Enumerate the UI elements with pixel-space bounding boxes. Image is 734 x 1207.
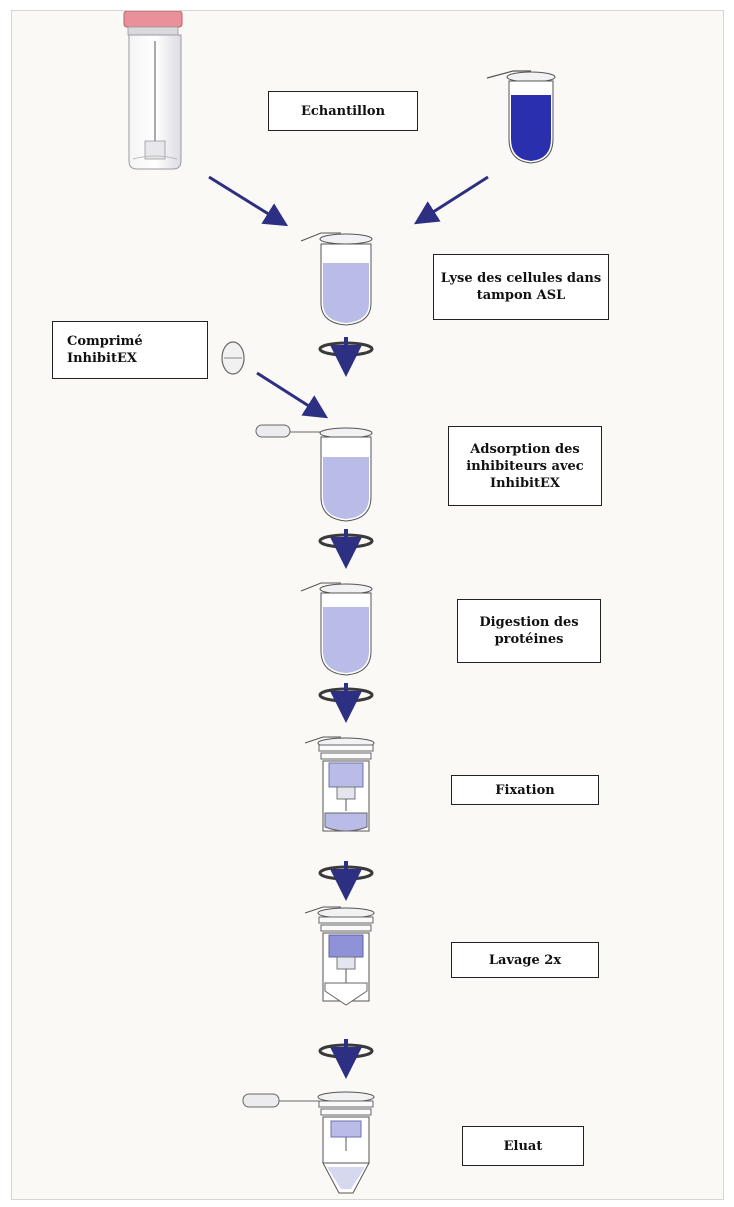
- spin-column-icon: [304, 736, 375, 832]
- label-adsorption-line-3: InhibitEX: [490, 475, 560, 491]
- label-digestion-line-2: protéines: [494, 632, 564, 647]
- label-digestion-line-1: Digestion des: [479, 615, 579, 630]
- label-sample-line-1: Echantillon: [300, 103, 386, 119]
- label-wash: Lavage 2x: [451, 942, 599, 978]
- label-adsorption-line-1: Adsorption des: [470, 441, 580, 457]
- label-sample: Echantillon: [268, 91, 418, 131]
- eluate-tube-icon: [242, 1091, 375, 1194]
- tablet-arrow: [256, 371, 329, 419]
- digestion-tube-icon: [300, 582, 373, 676]
- centrifuge-spin-icon: [318, 337, 374, 377]
- label-fixation: Fixation: [451, 775, 599, 805]
- buffer-tube-icon: [486, 70, 556, 164]
- label-lysis-line-1: Lyse des cellules dans: [440, 271, 602, 286]
- label-lysis: Lyse des cellules dans tampon ASL: [433, 254, 609, 320]
- input-arrows: [208, 175, 489, 227]
- label-digestion: Digestion des protéines: [457, 599, 601, 663]
- label-tablet-line-2: InhibitEX: [67, 351, 137, 366]
- spin-column-icon: [304, 906, 375, 1006]
- label-tablet-line-1: Comprimé: [67, 334, 143, 349]
- centrifuge-spin-icon: [318, 861, 374, 901]
- centrifuge-spin-icon: [318, 683, 374, 723]
- label-eluate-line-1: Eluat: [503, 1138, 543, 1154]
- adsorption-tube-icon: [255, 424, 373, 522]
- label-wash-line-1: Lavage 2x: [488, 952, 562, 968]
- label-tablet: Comprimé InhibitEX: [52, 321, 208, 379]
- workflow-graphics: [123, 11, 556, 1194]
- centrifuge-spin-icon: [318, 1039, 374, 1079]
- inhibitex-tablet-icon: [221, 341, 245, 375]
- lysis-tube-icon: [300, 232, 373, 326]
- sample-container-icon: [123, 11, 183, 170]
- label-lysis-line-2: tampon ASL: [476, 288, 566, 303]
- label-adsorption: Adsorption des inhibiteurs avec InhibitE…: [448, 426, 602, 506]
- label-fixation-line-1: Fixation: [495, 782, 555, 798]
- protocol-diagram: Echantillon Lyse des cellules dans tampo…: [11, 10, 724, 1200]
- centrifuge-spin-icon: [318, 529, 374, 569]
- label-eluate: Eluat: [462, 1126, 584, 1166]
- label-adsorption-line-2: inhibiteurs avec: [466, 458, 584, 474]
